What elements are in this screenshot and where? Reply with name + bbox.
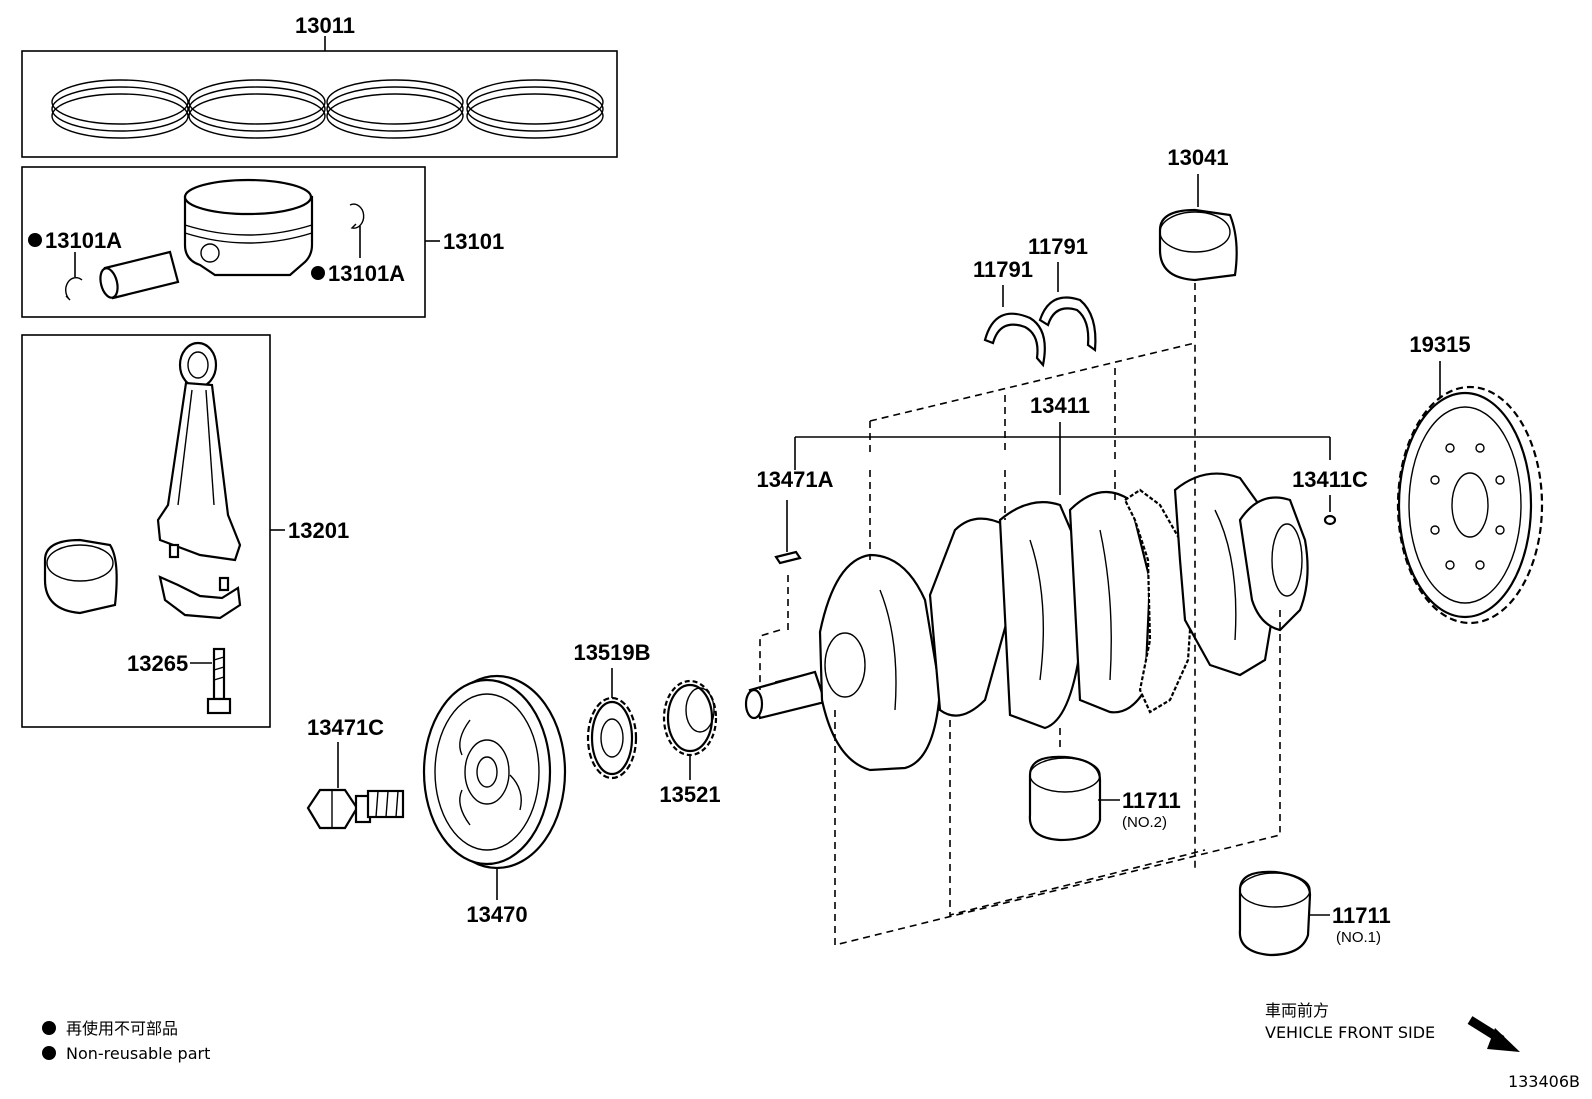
non-reusable-dot-icon: [311, 266, 325, 280]
label-13265[interactable]: 13265: [127, 651, 188, 676]
front-direction-arrow-icon: [1467, 1016, 1520, 1052]
label-13101A-right[interactable]: 13101A: [328, 261, 405, 286]
crankshaft: [744, 472, 1309, 772]
label-19315[interactable]: 19315: [1409, 332, 1470, 357]
label-11711-no1-sub: (NO.1): [1336, 929, 1381, 946]
crank-pulley-bolt: [306, 788, 405, 830]
connecting-rod-bolt: [206, 647, 232, 715]
label-13519B[interactable]: 13519B: [573, 640, 650, 665]
piston-ring-set: [51, 79, 604, 139]
direction-japanese: 車両前方: [1265, 1001, 1329, 1020]
label-13471A[interactable]: 13471A: [756, 467, 833, 492]
oil-pump-drive-gear: [662, 679, 718, 757]
label-13101A-left[interactable]: 13101A: [45, 228, 122, 253]
legend-dot-icon: [42, 1021, 56, 1035]
snap-ring-left: [65, 276, 83, 301]
connecting-rod-cap: [158, 575, 242, 620]
label-13011[interactable]: 13011: [295, 13, 355, 38]
label-11711-no1[interactable]: 11711: [1332, 903, 1391, 928]
crankshaft-pin: [1323, 514, 1337, 526]
diagram-id: 133406B: [1508, 1072, 1580, 1091]
crankshaft-bearing-no1: [1238, 870, 1312, 957]
crankshaft-signal-rotor: [1396, 385, 1544, 625]
piston-ring-set-box: [21, 50, 618, 158]
label-13521[interactable]: 13521: [659, 782, 720, 807]
connecting-rod: [156, 341, 242, 562]
snap-ring-right: [349, 203, 365, 229]
crankshaft-bearing-upper: [1158, 208, 1238, 282]
label-11711-no2-sub: (NO.2): [1122, 814, 1167, 831]
label-11791-a[interactable]: 11791: [973, 257, 1033, 282]
label-13041[interactable]: 13041: [1167, 145, 1228, 170]
crankshaft-key: [774, 550, 802, 565]
label-13411C[interactable]: 13411C: [1292, 467, 1368, 492]
legend-dot-icon: [42, 1046, 56, 1060]
direction-english: VEHICLE FRONT SIDE: [1265, 1023, 1435, 1042]
non-reusable-dot-icon: [28, 233, 42, 247]
crankshaft-pulley: [422, 674, 567, 870]
label-11711-no2[interactable]: 11711: [1122, 788, 1181, 813]
piston: [183, 178, 314, 277]
label-13471C[interactable]: 13471C: [307, 715, 384, 740]
label-13470[interactable]: 13470: [466, 902, 527, 927]
label-13101[interactable]: 13101: [443, 229, 504, 254]
alignment-lines: [759, 341, 1281, 947]
thrust-washer-right: [1038, 296, 1097, 353]
thrust-washer-left: [983, 312, 1046, 368]
label-11791-b[interactable]: 11791: [1028, 234, 1088, 259]
crankshaft-bearing-no2: [1028, 755, 1102, 842]
connecting-rod-box: [21, 334, 271, 728]
crankshaft-timing-sprocket: [586, 696, 638, 780]
piston-pin: [99, 250, 180, 300]
label-13411[interactable]: 13411: [1030, 393, 1090, 418]
legend-english: Non-reusable part: [66, 1044, 210, 1063]
label-13201[interactable]: 13201: [288, 518, 349, 543]
connecting-rod-bearing: [43, 538, 118, 615]
legend-japanese: 再使用不可部品: [66, 1019, 178, 1038]
piston-box: [21, 166, 426, 318]
